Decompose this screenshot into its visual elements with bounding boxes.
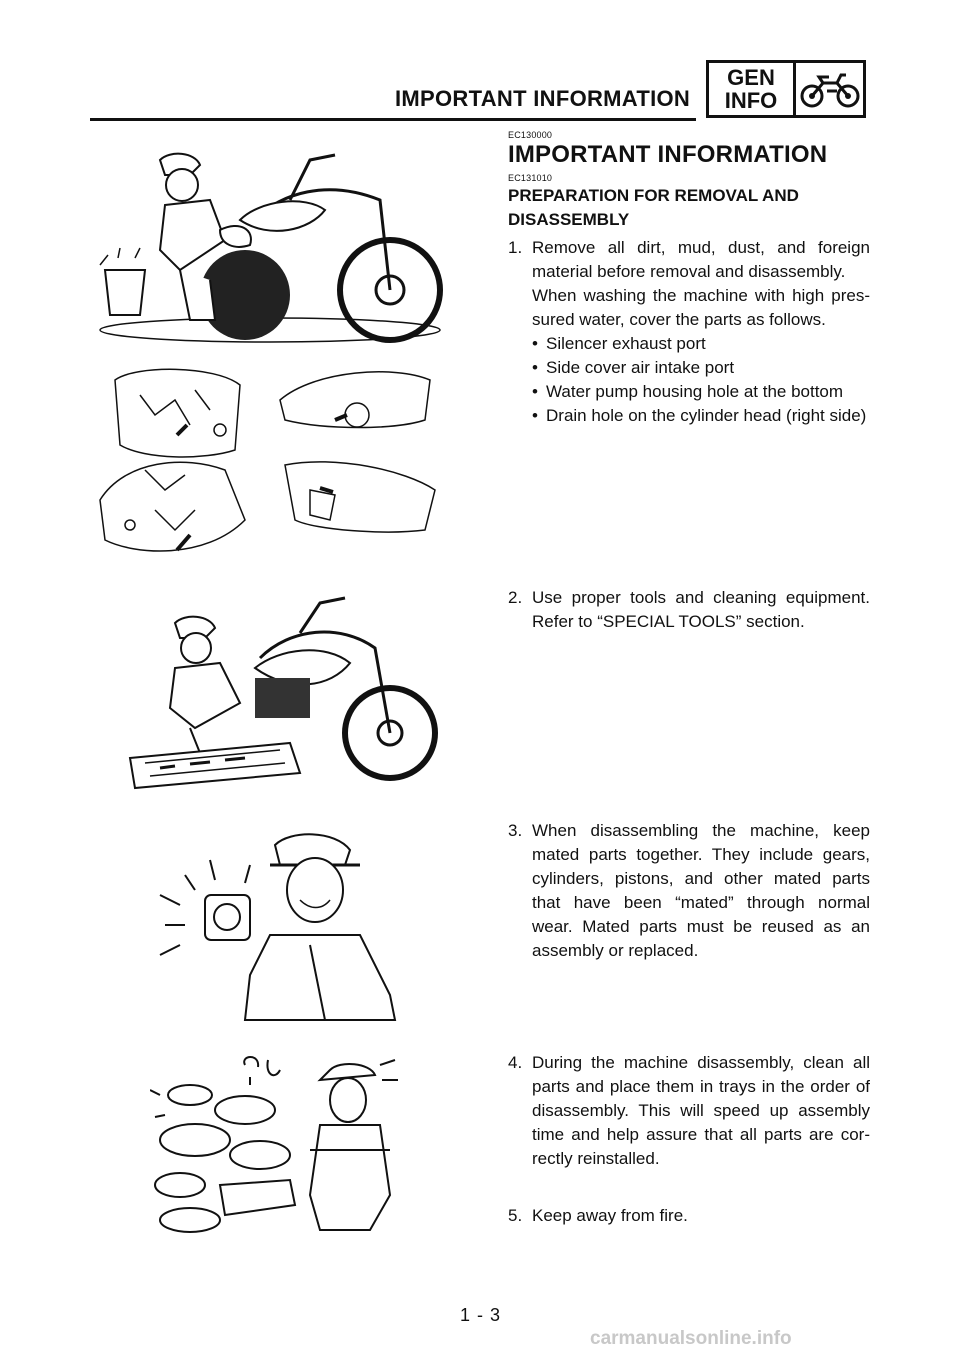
step-number: 2. xyxy=(508,588,523,607)
list-item: •Drain hole on the cylinder head (right … xyxy=(532,406,867,425)
step-4: 4. During the machine disassembly, clean… xyxy=(508,1051,870,1171)
section-code: EC130000 xyxy=(508,130,553,140)
covered-parts-illustration xyxy=(95,360,440,570)
mated-parts-illustration xyxy=(150,825,410,1030)
mechanic-toolbox-illustration xyxy=(120,588,440,803)
step-3: 3. When disassembling the machine, keep … xyxy=(508,819,870,963)
watermark: carmanualsonline.info xyxy=(590,1328,792,1349)
header-rule xyxy=(90,118,696,121)
intro-block: EC130000 IMPORTANT INFORMATION EC131010 … xyxy=(508,130,870,428)
badge-label: GEN INFO xyxy=(709,63,796,115)
step-5: 5. Keep away from fire. xyxy=(508,1204,870,1228)
engine-left-view xyxy=(114,368,241,458)
rear-fender-view xyxy=(279,371,431,429)
step-2: 2. Use proper tools and cleaning equipme… xyxy=(508,586,870,634)
step-text: Keep away from fire. xyxy=(532,1206,688,1225)
subsection-code: EC131010 xyxy=(508,173,553,183)
section-title: IMPORTANT INFORMATION xyxy=(508,141,828,168)
cylinder-head-view xyxy=(99,461,246,552)
list-item: •Water pump housing hole at the bottom xyxy=(532,382,844,401)
page-number: 1 - 3 xyxy=(460,1305,502,1325)
list-item: •Side cover air intake port xyxy=(532,358,735,377)
step-text: During the machine disassembly, clean al… xyxy=(532,1053,870,1168)
step-text: Use proper tools and cleaning equipment.… xyxy=(532,588,870,631)
section-badge: GEN INFO xyxy=(706,60,866,118)
step-number: 1. xyxy=(508,238,523,257)
parts-trays-illustration xyxy=(149,1055,400,1250)
badge-line-2: INFO xyxy=(724,88,778,113)
step-text: Remove all dirt, mud, dust, and foreign … xyxy=(532,238,870,281)
side-cover-view xyxy=(284,461,436,533)
step-1: 1. Remove all dirt, mud, dust, and forei… xyxy=(508,236,870,428)
motorcycle-icon xyxy=(796,63,863,115)
list-item: •Silencer exhaust port xyxy=(532,334,706,353)
badge-line-1: GEN xyxy=(727,65,775,90)
subsection-title: PREPARATION FOR REMOVAL AND DISASSEMBLY xyxy=(508,186,799,229)
step-number: 4. xyxy=(508,1053,523,1072)
step-text: When disassembling the machine, keep mat… xyxy=(532,821,870,960)
washing-motorcycle-illustration xyxy=(90,130,460,355)
bullet-list: •Silencer exhaust port •Side cover air i… xyxy=(532,332,870,428)
step-number: 5. xyxy=(508,1206,523,1225)
header-title: IMPORTANT INFORMATION xyxy=(395,86,691,111)
step-note: When washing the machine with high pres-… xyxy=(532,286,870,329)
step-number: 3. xyxy=(508,821,523,840)
